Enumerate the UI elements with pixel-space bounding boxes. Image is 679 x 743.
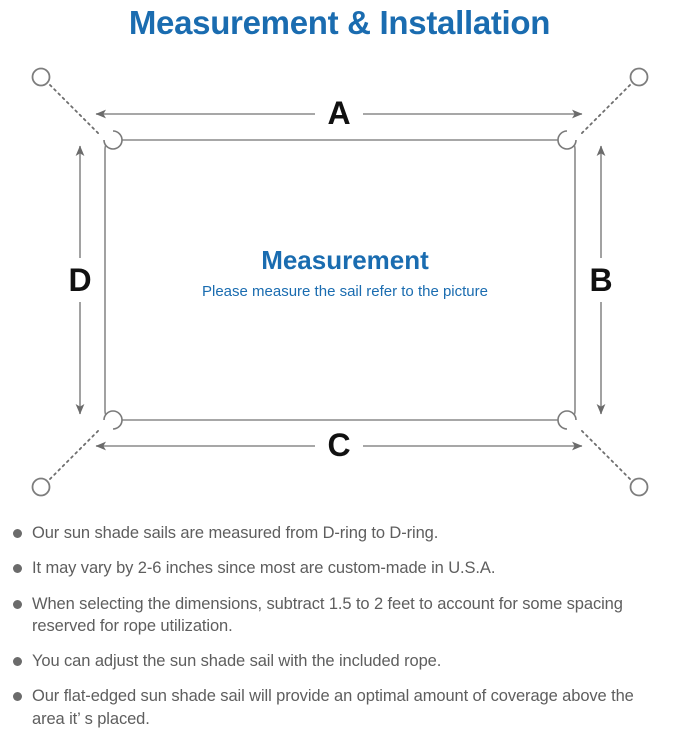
list-item-text: Our flat-edged sun shade sail will provi… bbox=[32, 687, 634, 728]
dimension-label-c: C bbox=[327, 427, 350, 463]
list-item-text: When selecting the dimensions, subtract … bbox=[32, 594, 623, 635]
d-ring-top-left bbox=[103, 130, 123, 150]
measurement-diagram: A C D B Measurement Please measure the s… bbox=[0, 48, 679, 518]
list-item-text: Our sun shade sails are measured from D-… bbox=[32, 524, 439, 542]
list-item: Our flat-edged sun shade sail will provi… bbox=[0, 685, 679, 730]
rope-top-left bbox=[49, 84, 100, 135]
d-ring-bottom-left bbox=[103, 410, 123, 430]
anchor-point-bottom-left bbox=[31, 477, 51, 497]
page-title: Measurement & Installation bbox=[128, 4, 551, 41]
dimension-label-a: A bbox=[327, 95, 350, 131]
rope-bottom-right bbox=[580, 429, 631, 480]
bullet-icon bbox=[13, 692, 22, 702]
notes-list: Our sun shade sails are measured from D-… bbox=[0, 522, 679, 743]
list-item: It may vary by 2-6 inches since most are… bbox=[0, 557, 679, 579]
anchor-point-bottom-right bbox=[629, 477, 649, 497]
bullet-icon bbox=[13, 564, 22, 574]
list-item: When selecting the dimensions, subtract … bbox=[0, 593, 679, 638]
list-item: You can adjust the sun shade sail with t… bbox=[0, 650, 679, 672]
bullet-icon bbox=[13, 599, 22, 609]
sail-panel bbox=[104, 139, 576, 421]
list-item-text: You can adjust the sun shade sail with t… bbox=[32, 652, 442, 671]
anchor-point-top-left bbox=[31, 67, 51, 87]
diagram-center-subtitle: Please measure the sail refer to the pic… bbox=[202, 283, 488, 300]
bullet-icon bbox=[13, 529, 22, 538]
anchor-point-top-right bbox=[629, 67, 649, 87]
list-item: Our sun shade sails are measured from D-… bbox=[0, 522, 679, 544]
list-item-text: It may vary by 2-6 inches since most are… bbox=[32, 559, 496, 578]
rope-bottom-left bbox=[49, 429, 100, 480]
diagram-center-title: Measurement bbox=[261, 245, 429, 275]
dimension-label-b: B bbox=[589, 262, 612, 298]
d-ring-top-right bbox=[557, 130, 577, 150]
rope-top-right bbox=[580, 84, 631, 135]
dimension-label-d: D bbox=[68, 262, 91, 298]
bullet-icon bbox=[13, 657, 22, 667]
d-ring-bottom-right bbox=[557, 410, 577, 430]
